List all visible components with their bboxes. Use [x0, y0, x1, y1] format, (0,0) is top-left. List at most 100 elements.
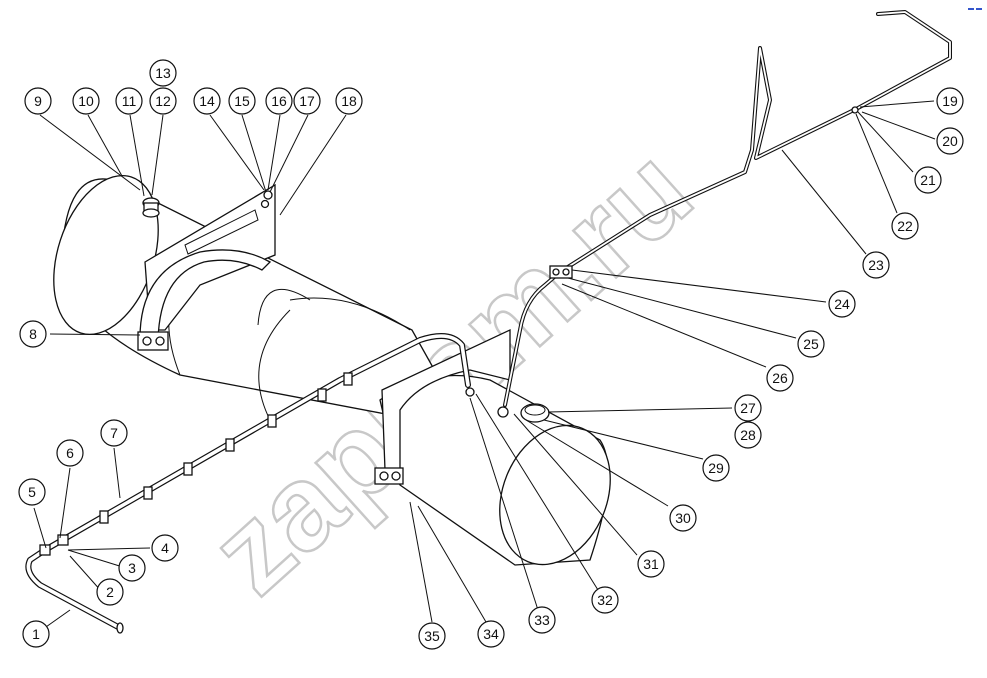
callout-circle — [265, 87, 293, 115]
callout-16: 16 — [265, 87, 293, 115]
callout-10: 10 — [72, 87, 100, 115]
callout-19: 19 — [936, 87, 964, 115]
callout-6: 6 — [56, 439, 84, 467]
callout-circle — [828, 290, 856, 318]
callout-label: 33 — [534, 612, 550, 628]
callout-label: 4 — [161, 540, 169, 556]
callout-label: 11 — [122, 93, 137, 109]
callout-label: 35 — [424, 628, 440, 644]
callout-7: 7 — [100, 419, 128, 447]
callout-label: 18 — [341, 93, 357, 109]
callout-23: 23 — [862, 251, 890, 279]
callout-11: 11 — [115, 87, 143, 115]
callout-circle — [72, 87, 100, 115]
callout-15: 15 — [228, 87, 256, 115]
callout-8: 8 — [19, 320, 47, 348]
leader-lines — [33, 100, 936, 635]
callout-13: 13 — [149, 59, 177, 87]
callout-14: 14 — [193, 87, 221, 115]
callout-label: 20 — [942, 133, 958, 149]
callout-9: 9 — [24, 87, 52, 115]
callout-label: 24 — [834, 296, 850, 312]
callout-33: 33 — [528, 606, 556, 634]
callout-label: 26 — [772, 370, 788, 386]
callout-label: 30 — [675, 510, 691, 526]
callout-circle — [862, 251, 890, 279]
callout-circle — [56, 439, 84, 467]
callout-label: 22 — [897, 218, 913, 234]
corner-mark — [968, 8, 974, 10]
callout-3: 3 — [118, 554, 146, 582]
callout-circle — [149, 87, 177, 115]
callout-5: 5 — [18, 478, 46, 506]
callout-circle — [669, 504, 697, 532]
callout-circle — [118, 554, 146, 582]
callout-circle — [477, 620, 505, 648]
callout-26: 26 — [766, 364, 794, 392]
callout-label: 32 — [597, 592, 613, 608]
fuel-line-rear — [503, 10, 952, 407]
callout-31: 31 — [637, 550, 665, 578]
callout-circle — [228, 87, 256, 115]
callout-24: 24 — [828, 290, 856, 318]
callout-label: 8 — [29, 326, 37, 342]
callout-label: 27 — [740, 400, 756, 416]
callout-25: 25 — [797, 330, 825, 358]
callout-label: 3 — [128, 560, 136, 576]
callout-circle — [115, 87, 143, 115]
callout-label: 19 — [942, 93, 958, 109]
callout-circle — [797, 330, 825, 358]
callout-label: 28 — [740, 427, 756, 443]
line-clips — [39, 372, 353, 556]
callout-18: 18 — [335, 87, 363, 115]
callout-label: 2 — [106, 584, 114, 600]
callout-label: 31 — [643, 556, 659, 572]
callout-30: 30 — [669, 504, 697, 532]
callout-circle — [335, 87, 363, 115]
callout-label: 7 — [110, 425, 118, 441]
callout-17: 17 — [293, 87, 321, 115]
callout-22: 22 — [891, 212, 919, 240]
callout-label: 25 — [803, 336, 819, 352]
callout-circle — [22, 620, 50, 648]
callout-circle — [293, 87, 321, 115]
bolt-16 — [263, 190, 273, 200]
callout-label: 16 — [271, 93, 287, 109]
callout-circle — [528, 606, 556, 634]
callout-label: 21 — [920, 172, 936, 188]
callout-circle — [19, 320, 47, 348]
callout-circle — [591, 586, 619, 614]
callout-circle — [96, 578, 124, 606]
callout-1: 1 — [22, 620, 50, 648]
callout-label: 5 — [28, 484, 36, 500]
right-bracket — [374, 328, 550, 485]
callout-circle — [637, 550, 665, 578]
callout-circle — [936, 87, 964, 115]
callout-circle — [100, 419, 128, 447]
callout-28: 28 — [734, 421, 762, 449]
callout-circle — [193, 87, 221, 115]
callout-27: 27 — [734, 394, 762, 422]
callout-circle — [24, 87, 52, 115]
callout-label: 34 — [483, 626, 499, 642]
callout-32: 32 — [591, 586, 619, 614]
callout-34: 34 — [477, 620, 505, 648]
callout-29: 29 — [702, 454, 730, 482]
callout-label: 23 — [868, 257, 884, 273]
callout-circle — [891, 212, 919, 240]
callout-20: 20 — [936, 127, 964, 155]
callout-label: 15 — [234, 93, 250, 109]
callout-2: 2 — [96, 578, 124, 606]
callout-circle — [766, 364, 794, 392]
callout-circle — [914, 166, 942, 194]
callout-circle — [151, 534, 179, 562]
callout-12: 12 — [149, 87, 177, 115]
callout-label: 14 — [199, 93, 215, 109]
callout-21: 21 — [914, 166, 942, 194]
callout-label: 13 — [155, 65, 171, 81]
callout-label: 9 — [34, 93, 42, 109]
callout-circle — [702, 454, 730, 482]
callout-label: 10 — [78, 93, 94, 109]
